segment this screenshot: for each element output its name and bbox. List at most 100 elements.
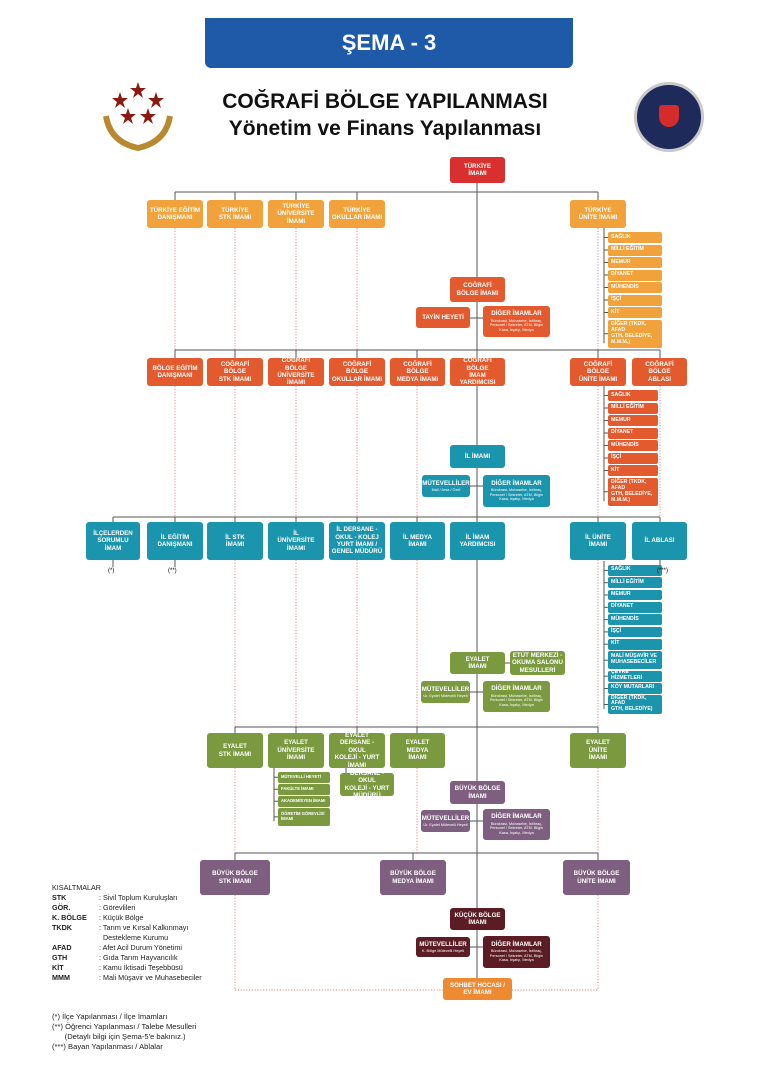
node-label: DİĞER İMAMLAR: [491, 310, 542, 318]
node-label: MÜTEVELLİLER: [419, 940, 467, 948]
list-item-turkiye-unite: SAĞLIK: [608, 232, 662, 243]
node-cb-univ: COĞRAFİ BÖLGE ÜNİVERSİTE İMAMI: [268, 357, 324, 387]
legend-value: : Sivil Toplum Kuruluşları: [99, 893, 178, 902]
list-item-cb-unite: SAĞLIK: [608, 390, 658, 401]
node-label: İL STK İMAMI: [225, 533, 245, 548]
node-bb-stk: BÜYÜK BÖLGE STK İMAMI: [200, 860, 270, 895]
list-item-cb-unite: MEMUR: [608, 415, 658, 426]
list-item-il-unite: MÜHENDİS: [608, 614, 662, 625]
node-subtext: K. Bölge Mütevelli Heyeti: [421, 948, 465, 953]
node-etut: ETÜT MERKEZİ - OKUMA SALONU MESULLERİ: [510, 651, 565, 675]
list-item-cb-unite: MİLLİ EĞİTİM: [608, 402, 658, 414]
node-label: COĞRAFİ BÖLGE ABLASI: [645, 360, 674, 383]
node-subtext: Bürokrasi, Muhasebe, İstihraç, Personel …: [489, 693, 544, 707]
node-label: İL MEDYA İMAMI: [403, 533, 432, 548]
legend-row: GÖR.: Görevlileri: [52, 903, 202, 913]
node-t-univ: TÜRKİYE ÜNİVERSİTE İMAMI: [268, 200, 324, 228]
node-cb-yard: COĞRAFİ BÖLGE İMAM YARDIMCISI: [450, 357, 505, 386]
legend-key: K. BÖLGE: [52, 913, 87, 922]
node-label: EYALET ÜNİTE İMAMI: [586, 739, 610, 762]
abbreviations-legend: KISALTMALAR STK: Sivil Toplum Kuruluşlar…: [52, 883, 202, 983]
node-label: EYALET MEDYA İMAMI: [405, 739, 430, 762]
node-label: İL İMAMI: [464, 452, 491, 460]
page-title: COĞRAFİ BÖLGE YAPILANMASI: [222, 90, 548, 113]
list-item-ey-univ: MÜTEVELLİ HEYETİ: [278, 772, 330, 783]
legend-row: KİT: Kamu İktisadi Teşebbüsü: [52, 963, 202, 973]
node-label: TÜRKİYE OKULLAR İMAMI: [331, 206, 383, 221]
node-ey-stk: EYALET STK İMAMI: [207, 733, 263, 768]
node-label: İL ABLASI: [644, 537, 675, 545]
legend-row: AFAD: Afet Acil Durum Yönetimi: [52, 943, 202, 953]
legend-value: : Tarım ve Kırsal Kalkınmayı Destekleme …: [99, 923, 189, 942]
footnotes: (*) İlçe Yapılanması / İlçe İmamları(**)…: [52, 1012, 196, 1052]
node-subtext: Mali / Arsa / Özel: [431, 487, 461, 492]
legend-key: GTH: [52, 953, 68, 962]
legend-row: GTH: Gıda Tarım Hayvancılık: [52, 953, 202, 963]
footnote: (**) Öğrenci Yapılanması / Talebe Mesull…: [52, 1022, 197, 1031]
legend-row: STK: Sivil Toplum Kuruluşları: [52, 893, 202, 903]
node-ilce: İLÇELERDEN SORUMLU İMAM: [86, 522, 140, 560]
node-label: İL DERSANE - OKUL - KOLEJ YURT İMAMI / G…: [331, 526, 383, 556]
node-label: TÜRKİYE EĞİTİM DANIŞMANI: [149, 206, 201, 221]
laurel-stars-logo-icon: [98, 80, 178, 152]
legend-key: TKDK: [52, 923, 72, 932]
node-subtext: Bürokrasi, Muhasebe, İstihraç, Personel …: [489, 949, 544, 963]
node-bb-imami: BÜYÜK BÖLGE İMAMI: [450, 781, 505, 804]
node-label: MÜTEVELLİLER: [421, 685, 470, 693]
node-label: TAYİN HEYETİ: [422, 313, 464, 321]
node-subtext: Bürokrasi, Muhasebe, İstihraç, Personel …: [489, 488, 544, 502]
legend-row: K. BÖLGE : Küçük Bölge: [52, 913, 202, 923]
legend-value: : Mali Müşavir ve Muhasebeciler: [99, 973, 202, 982]
list-item-il-unite: DİĞER (TKDK, AFAD GTH, BELEDİYE): [608, 695, 662, 714]
list-item-ey-univ: ÖĞRETİM GÖREVLİSİ İMAMI: [278, 808, 330, 826]
node-label: EYALET STK İMAMI: [218, 743, 252, 758]
list-item-il-unite: KÖY MUTARLARI: [608, 683, 662, 694]
footnote: (Detaylı bilgi için Şema-5'e bakınız.): [52, 1032, 186, 1041]
list-item-cb-unite: DİĞER (TKDK, AFAD GTH, BELEDİYE, M.M.M.): [608, 477, 658, 506]
node-label: SOHBET HOCASI / EV İMAMI: [449, 981, 505, 996]
footnote-marker-ilce: (*): [108, 568, 115, 574]
list-item-turkiye-unite: MÜHENDİS: [608, 282, 662, 293]
node-eyalet-imami: EYALET İMAMI: [450, 652, 505, 674]
node-il-yard: İL İMAM YARDIMCISI: [450, 522, 505, 560]
node-turkiye-imami: TÜRKİYE İMAMI: [450, 157, 505, 183]
node-il-imami: İL İMAMI: [450, 445, 505, 468]
node-label: MÜTEVELLİLER: [422, 479, 470, 487]
node-subtext: Bürokrasi, Muhasebe, İstihraç, Personel …: [489, 821, 544, 835]
legend-key: GÖR.: [52, 903, 71, 912]
node-label: BÖLGE EĞİTİM DANIŞMANI: [152, 364, 198, 379]
list-item-il-unite: DİYANET: [608, 601, 662, 613]
list-item-cb-unite: İŞÇİ: [608, 452, 658, 464]
node-label: TÜRKİYE STK İMAMI: [218, 206, 252, 221]
list-item-turkiye-unite: MİLLİ EĞİTİM: [608, 244, 662, 256]
legend-value: : Küçük Bölge: [99, 913, 144, 922]
node-il-univ: İL ÜNİVERSİTE İMAMI: [268, 522, 324, 560]
node-ey-medya: EYALET MEDYA İMAMI: [390, 733, 445, 768]
node-ey-unite: EYALET ÜNİTE İMAMI: [570, 733, 626, 768]
node-label: COĞRAFİ BÖLGE ÜNİVERSİTE İMAMI: [277, 357, 315, 387]
legend-value: : Afet Acil Durum Yönetimi: [99, 943, 182, 952]
footnote-marker-abla: (***): [657, 568, 669, 574]
node-t-stk: TÜRKİYE STK İMAMI: [207, 200, 263, 228]
list-item-il-unite: MALİ MÜŞAVİR VE MUHASEBECİLER: [608, 651, 662, 670]
list-item-il-unite: SAĞLIK: [608, 565, 662, 576]
footnote: (*) İlçe Yapılanması / İlçe İmamları: [52, 1012, 168, 1021]
list-item-ey-univ: FAKÜLTE İMAMI: [278, 784, 330, 795]
node-label: KÜÇÜK BÖLGE İMAMI: [454, 911, 501, 926]
node-il-unite: İL ÜNİTE İMAMI: [570, 522, 626, 560]
node-label: COĞRAFİ BÖLGE İMAMI: [456, 282, 499, 297]
node-tayin: TAYİN HEYETİ: [416, 307, 470, 328]
node-il-stk: İL STK İMAMI: [207, 522, 263, 560]
node-label: DERSANE - OKUL KOLEJİ - YURT MÜDÜRÜ: [344, 769, 390, 799]
node-label: EYALET ÜNİVERSİTE İMAMI: [277, 739, 315, 762]
list-item-il-unite: KİT: [608, 638, 662, 650]
legend-row: TKDK : Tarım ve Kırsal Kalkınmayı Destekl…: [52, 923, 202, 943]
node-ey-dersane: EYALET DERSANE - OKUL KOLEJİ - YURT İMAM…: [329, 732, 385, 769]
